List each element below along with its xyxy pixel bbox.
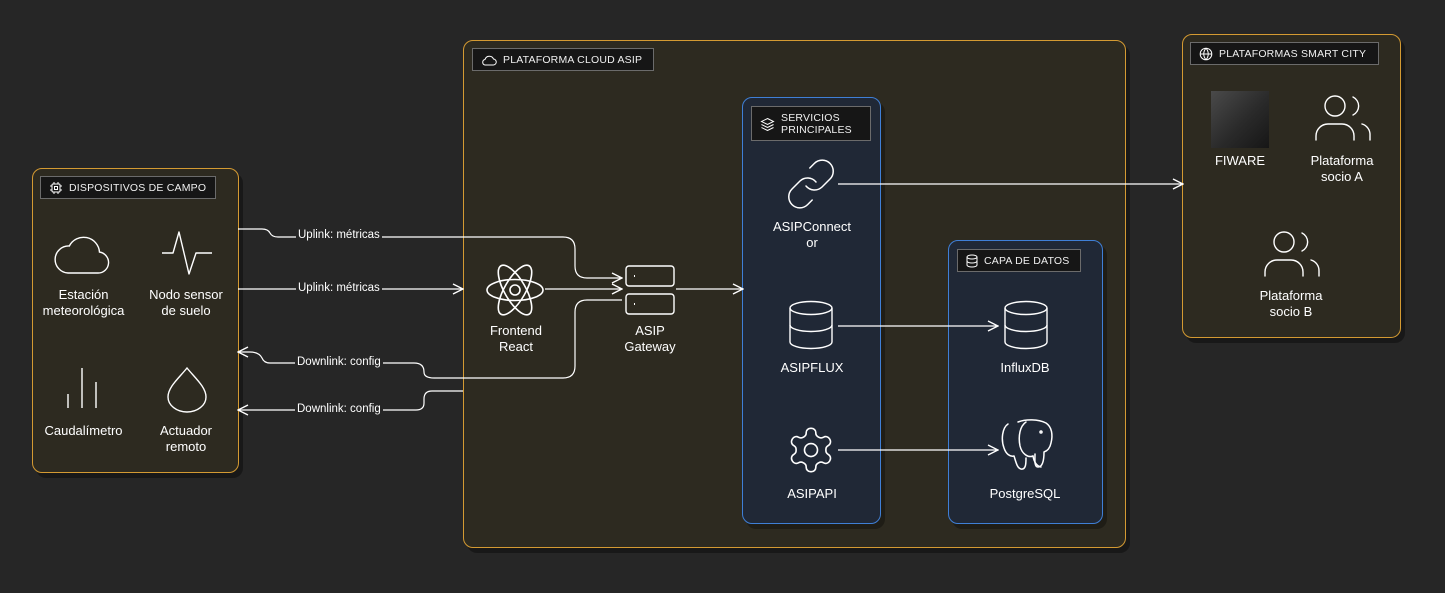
tag-field-devices: DISPOSITIVOS DE CAMPO bbox=[40, 176, 216, 199]
edge-label-uplink-1: Uplink: métricas bbox=[296, 228, 382, 242]
edge-downlink-1 bbox=[238, 299, 622, 379]
edge-downlink-2 bbox=[238, 390, 463, 410]
node-asipapi: ASIPAPI bbox=[787, 486, 837, 501]
node-postgresql: PostgreSQL bbox=[989, 486, 1061, 501]
group-core-services bbox=[742, 97, 881, 524]
elephant-icon bbox=[1001, 419, 1053, 470]
react-icon bbox=[486, 264, 544, 316]
tag-smart-city: PLATAFORMAS SMART CITY bbox=[1190, 42, 1379, 65]
users-icon bbox=[1264, 231, 1320, 277]
globe-icon bbox=[1199, 47, 1213, 60]
activity-icon bbox=[162, 231, 212, 275]
node-flowmeter: Caudalímetro bbox=[44, 423, 123, 438]
link-icon bbox=[788, 159, 834, 209]
tag-data-layer-label: CAPA DE DATOS bbox=[984, 254, 1070, 267]
cloud-icon bbox=[482, 55, 497, 65]
cloud-icon bbox=[54, 236, 110, 274]
edge-uplink-1 bbox=[238, 228, 622, 278]
node-asipflux: ASIPFLUX bbox=[780, 360, 844, 375]
node-fiware: FIWARE bbox=[1214, 153, 1266, 168]
database-icon bbox=[966, 254, 978, 268]
tag-data-layer: CAPA DE DATOS bbox=[957, 249, 1081, 272]
group-smart-city bbox=[1182, 34, 1401, 338]
edge-label-downlink-1: Downlink: config bbox=[295, 355, 383, 369]
bar-chart-icon bbox=[67, 368, 97, 408]
edge-label-downlink-2: Downlink: config bbox=[295, 402, 383, 416]
layers-icon bbox=[760, 117, 775, 131]
tag-cloud-platform: PLATAFORMA CLOUD ASIP bbox=[472, 48, 654, 71]
tag-smart-city-label: PLATAFORMAS SMART CITY bbox=[1219, 47, 1367, 60]
group-data-layer bbox=[948, 240, 1103, 524]
database-icon bbox=[1004, 300, 1048, 350]
users-icon bbox=[1315, 95, 1371, 141]
chip-icon bbox=[50, 181, 62, 194]
fiware-logo bbox=[1211, 91, 1269, 148]
edge-label-uplink-2: Uplink: métricas bbox=[296, 281, 382, 295]
group-field-devices bbox=[32, 168, 239, 473]
tag-field-devices-label: DISPOSITIVOS DE CAMPO bbox=[69, 181, 207, 194]
gear-icon bbox=[790, 427, 832, 473]
droplet-icon bbox=[167, 366, 207, 413]
node-influxdb: InfluxDB bbox=[1000, 360, 1050, 375]
server-icon bbox=[625, 265, 675, 315]
database-icon bbox=[789, 300, 833, 350]
tag-cloud-platform-label: PLATAFORMA CLOUD ASIP bbox=[503, 53, 643, 66]
